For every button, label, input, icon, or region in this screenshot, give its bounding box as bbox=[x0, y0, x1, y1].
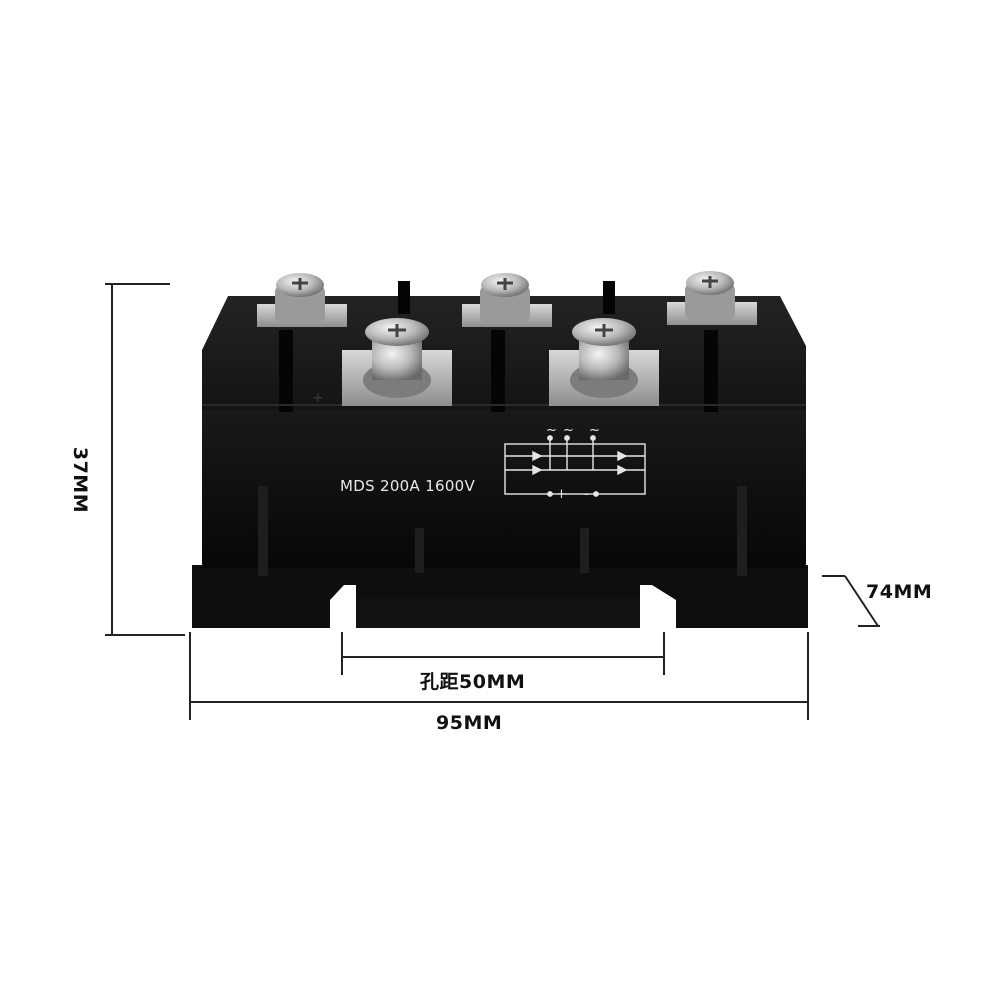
plus-symbol: + bbox=[556, 487, 567, 502]
dimension-hole-spacing-label: 孔距50MM bbox=[420, 671, 526, 693]
ac-symbol-2: ~ bbox=[563, 423, 574, 438]
terminal-front-left: + bbox=[312, 318, 452, 406]
dimension-depth-label: 74MM bbox=[866, 581, 933, 603]
bridge-schematic bbox=[504, 435, 646, 497]
dimension-width-line bbox=[189, 632, 809, 720]
module-body bbox=[192, 281, 808, 628]
terminal-rear-right bbox=[667, 271, 757, 325]
terminal-front-right bbox=[549, 318, 659, 406]
ac-symbol-1: ~ bbox=[546, 423, 557, 438]
minus-symbol: - bbox=[584, 487, 589, 502]
dimension-height-line bbox=[105, 283, 185, 636]
dimension-depth-line bbox=[822, 575, 880, 627]
dimension-hole-spacing-line bbox=[341, 632, 665, 675]
ac-symbol-3: ~ bbox=[589, 423, 600, 438]
terminal-plus-mark: + bbox=[312, 390, 324, 406]
product-model-label: MDS 200A 1600V bbox=[340, 477, 476, 495]
dimension-width-label: 95MM bbox=[436, 712, 503, 734]
dimension-height-label: 37MM bbox=[69, 446, 91, 514]
terminal-rear-left bbox=[257, 273, 347, 327]
terminal-rear-center bbox=[462, 273, 552, 327]
